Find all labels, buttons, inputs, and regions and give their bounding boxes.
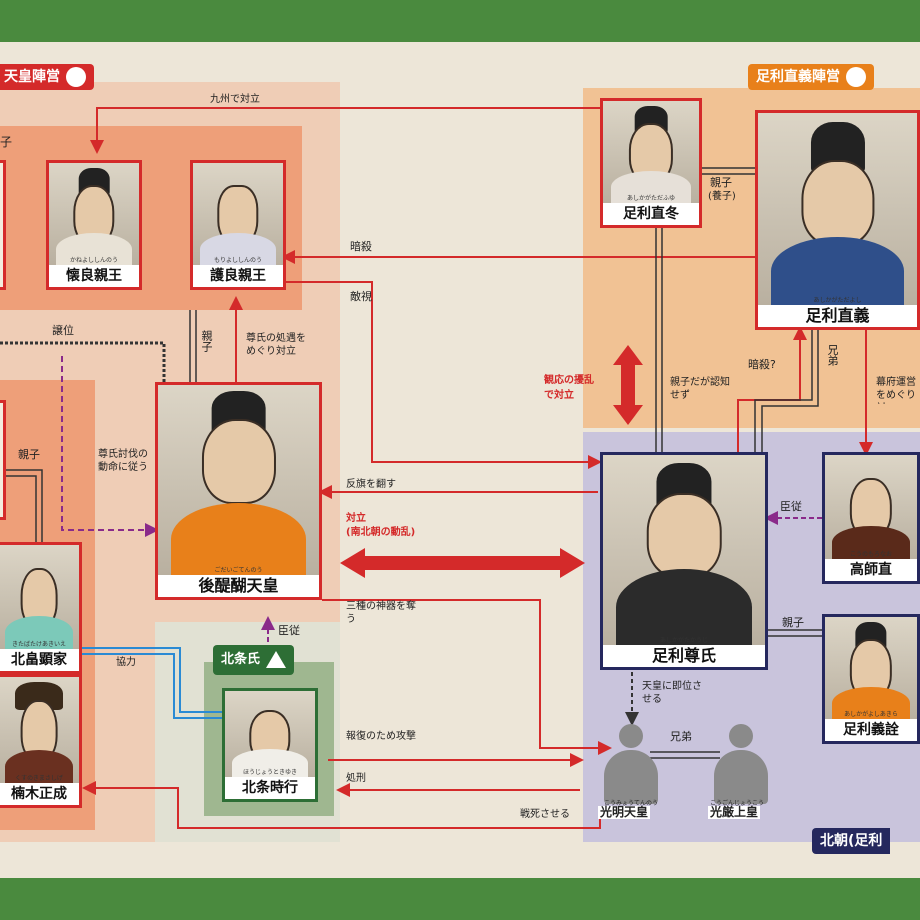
takauji-name: 足利尊氏 bbox=[603, 645, 765, 667]
label-tekishi: 敵視 bbox=[350, 290, 372, 303]
label-shinju: 臣従 bbox=[278, 624, 300, 637]
card-tadafuyu[interactable]: あしかがただふゆ 足利直冬 bbox=[600, 98, 702, 228]
label-takauji-shogu: 尊氏の処遇をめぐり対立 bbox=[246, 333, 306, 357]
label-kanno2: で対立 bbox=[544, 390, 574, 401]
label-oyako-mid: 親子 bbox=[18, 448, 40, 461]
northern-court-label: 北朝(足利 bbox=[820, 833, 883, 849]
moronao-name: 高師直 bbox=[825, 559, 917, 581]
card-tokiyuki[interactable]: ほうじょうときゆき 北条時行 bbox=[222, 688, 318, 802]
komyo-ruby: こうみょうてんのう bbox=[604, 800, 659, 807]
label-nanboku2: (南北朝の動乱) bbox=[346, 527, 416, 538]
kyodai2-line bbox=[650, 751, 720, 759]
oyako-r-line bbox=[768, 629, 822, 637]
label-kyoryoku: 協力 bbox=[116, 657, 136, 668]
kogon-ruby: こうごんじょうこう bbox=[710, 800, 765, 807]
card-yoshiakira[interactable]: あしかがよしあきら 足利義詮 bbox=[822, 614, 920, 744]
card-akiie[interactable]: きたばたけあきいえ 北畠顕家 bbox=[0, 542, 82, 674]
label-oyako-yoshi1: 親子 bbox=[710, 176, 732, 189]
oyako-akiie-line bbox=[0, 469, 43, 542]
kogon-silhouette-icon bbox=[710, 724, 772, 804]
card-edge-left-top bbox=[0, 160, 6, 290]
tadayoshi-camp-banner: 足利直義陣営 bbox=[748, 64, 874, 90]
imperial-family-fragment: 子 bbox=[0, 135, 13, 149]
kyoryoku-line bbox=[82, 647, 222, 719]
nanboku-arrow bbox=[340, 548, 585, 578]
label-ansatsu-q: 暗殺? bbox=[748, 358, 776, 371]
label-joi: 譲位 bbox=[52, 324, 74, 337]
card-masashige[interactable]: くすのきまさしげ 楠木正成 bbox=[0, 674, 82, 808]
label-oyako-yoshi2: (養子) bbox=[708, 191, 736, 202]
tadayoshi-name: 足利直義 bbox=[758, 305, 917, 327]
label-kyushu: 九州で対立 bbox=[210, 94, 260, 105]
chrysanthemum-crest-icon bbox=[66, 67, 86, 87]
yoshi-line bbox=[702, 167, 758, 175]
card-moronao[interactable]: こうのもろなお 高師直 bbox=[822, 452, 920, 584]
card-takauji[interactable]: あしかがたかうじ 足利尊氏 bbox=[600, 452, 768, 670]
label-oyako-left: 親子 bbox=[200, 330, 213, 352]
mitsuuroko-crest-icon bbox=[266, 651, 287, 668]
northern-court-banner: 北朝(足利 bbox=[812, 828, 891, 854]
label-nanboku1: 対立 bbox=[346, 513, 366, 524]
komyo-silhouette-icon bbox=[600, 724, 662, 804]
tadayoshi-camp-label: 足利直義陣営 bbox=[756, 69, 840, 85]
label-sokui: 天皇に即位させる bbox=[642, 681, 702, 705]
tekishi-line bbox=[285, 281, 602, 469]
yoshiakira-name: 足利義詮 bbox=[825, 719, 917, 741]
label-ansatsu: 暗殺 bbox=[350, 240, 372, 253]
hojo-banner: 北条氏 bbox=[213, 645, 295, 675]
card-tadayoshi[interactable]: あしかがただよし 足利直義 bbox=[755, 110, 920, 330]
joi-line bbox=[0, 341, 166, 382]
ninchi-line bbox=[655, 228, 663, 455]
senshi-line bbox=[82, 781, 601, 829]
imperial-camp-label: 天皇陣営 bbox=[4, 69, 60, 85]
kogon-name: 光厳上皇 bbox=[708, 805, 761, 819]
godaigo-name: 後醍醐天皇 bbox=[158, 575, 319, 597]
ashikaga-crest-icon bbox=[846, 67, 866, 87]
label-ninchi: 親子だが認知せず bbox=[670, 377, 730, 401]
label-senshi: 戦死させる bbox=[520, 809, 570, 820]
label-kanno1: 観応の擾乱 bbox=[544, 375, 594, 386]
sanshu-line bbox=[322, 599, 612, 755]
card-godaigo[interactable]: ごだいごてんのう 後醍醐天皇 bbox=[155, 382, 322, 600]
kyodai-line bbox=[754, 330, 819, 455]
masashige-name: 楠木正成 bbox=[0, 783, 79, 805]
label-sanshu: 三種の神器を奪う bbox=[346, 601, 416, 625]
card-moriyoshi[interactable]: もりよししんのう 護良親王 bbox=[190, 160, 286, 290]
komyo-name: 光明天皇 bbox=[598, 805, 651, 819]
label-hofuku: 報復のため攻撃 bbox=[346, 731, 416, 742]
kaneyoshi-name: 懐良親王 bbox=[49, 265, 139, 287]
akiie-name: 北畠顕家 bbox=[0, 649, 79, 671]
ansatsu-q-line bbox=[737, 326, 807, 452]
hojo-label: 北条氏 bbox=[221, 652, 261, 667]
label-tobatsu: 尊氏討伐の動命に従う bbox=[98, 449, 148, 473]
moriyoshi-name: 護良親王 bbox=[193, 265, 283, 287]
kyushu-line bbox=[90, 107, 600, 154]
kanno-arrow bbox=[613, 345, 643, 425]
label-oyako-r: 親子 bbox=[782, 616, 804, 629]
tokiyuki-name: 北条時行 bbox=[225, 777, 315, 799]
oyako-left-line bbox=[189, 310, 197, 382]
tobatsu-line bbox=[61, 356, 159, 537]
card-edge-left-mid bbox=[0, 400, 6, 520]
tadafuyu-name: 足利直冬 bbox=[603, 203, 699, 225]
label-kyodai: 兄弟 bbox=[826, 344, 839, 366]
label-shokei: 処刑 bbox=[346, 773, 366, 784]
card-kaneyoshi[interactable]: かねよししんのう 懐良親王 bbox=[46, 160, 142, 290]
imperial-camp-banner: 天皇陣営 bbox=[0, 64, 94, 90]
label-kyodai2: 兄弟 bbox=[670, 730, 692, 743]
label-bakufu: 幕府運営をめぐり対 bbox=[876, 377, 916, 404]
label-hanki: 反旗を翻す bbox=[346, 479, 396, 490]
label-shinju2: 臣従 bbox=[780, 500, 802, 513]
